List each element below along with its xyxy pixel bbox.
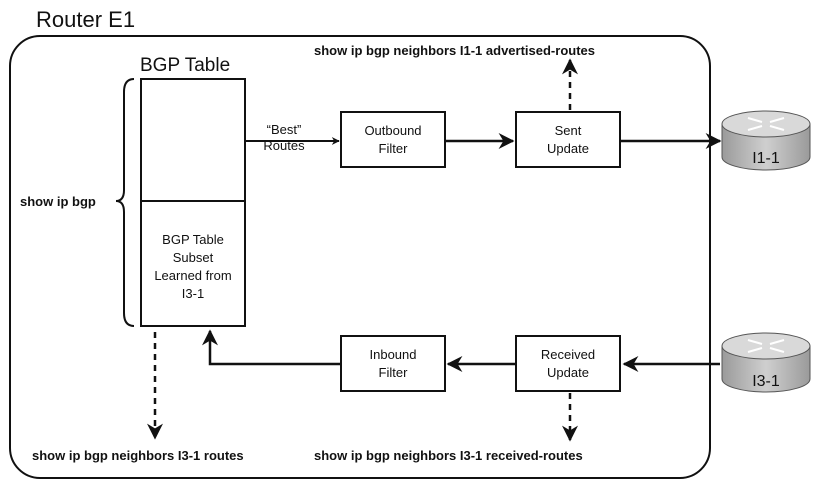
inbound-line-1: Inbound — [370, 347, 417, 362]
curly-brace — [115, 78, 135, 327]
subset-line-3: Learned from — [154, 268, 231, 283]
cmd-show-ip-bgp: show ip bgp — [20, 194, 96, 209]
received-line-1: Received — [541, 347, 595, 362]
received-line-2: Update — [547, 365, 589, 380]
router-i3-1-label: I3-1 — [752, 373, 780, 390]
cmd-advertised-routes: show ip bgp neighbors I1-1 advertised-ro… — [314, 43, 595, 58]
bgp-table-title: BGP Table — [140, 55, 230, 76]
sent-update-box — [515, 111, 621, 168]
inbound-filter-box — [340, 335, 446, 392]
subset-line-2: Subset — [173, 250, 214, 265]
router-title: Router E1 — [36, 7, 135, 32]
router-i3-1-icon: I3-1 — [721, 332, 811, 393]
outbound-filter-label: Outbound Filter — [364, 123, 421, 156]
bgp-table-box — [140, 78, 246, 327]
inbound-line-2: Filter — [379, 365, 409, 380]
outbound-line-1: Outbound — [364, 123, 421, 138]
outbound-filter-box — [340, 111, 446, 168]
cmd-neighbor-routes: show ip bgp neighbors I3-1 routes — [32, 448, 244, 463]
bgp-subset-label: BGP Table Subset Learned from I3-1 — [154, 232, 231, 301]
best-routes-label: “Best” Routes — [263, 122, 305, 153]
router-frame — [9, 35, 711, 479]
cmd-received-routes: show ip bgp neighbors I3-1 received-rout… — [314, 448, 583, 463]
sent-line-2: Update — [547, 141, 589, 156]
inbound-filter-label: Inbound Filter — [370, 347, 417, 380]
router-i1-1-icon: I1-1 — [721, 110, 811, 171]
received-update-label: Received Update — [541, 347, 595, 380]
sent-line-1: Sent — [555, 123, 582, 138]
router-i1-1-label: I1-1 — [752, 150, 780, 167]
subset-line-4: I3-1 — [182, 286, 204, 301]
arrow-inbound-to-bgp-table — [202, 329, 341, 366]
subset-line-1: BGP Table — [162, 232, 224, 247]
received-update-box — [515, 335, 621, 392]
best-routes-line-1: “Best” — [267, 122, 302, 137]
sent-update-label: Sent Update — [547, 123, 589, 156]
outbound-line-2: Filter — [379, 141, 409, 156]
